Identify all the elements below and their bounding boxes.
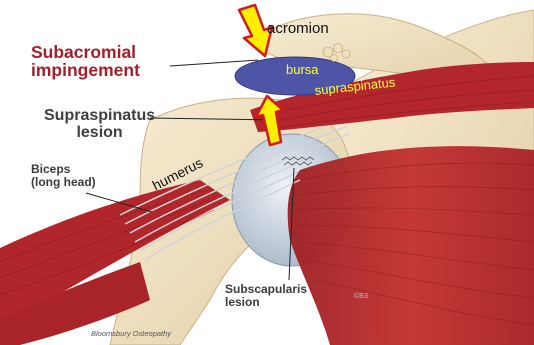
biceps-line-1: Biceps <box>31 163 96 176</box>
subacromial-line-1: Subacromial <box>31 43 140 61</box>
bursa-label: bursa <box>286 63 319 77</box>
watermark-text: ©BS <box>354 293 369 300</box>
subscapularis-line-2: lesion <box>225 296 307 309</box>
credit-text: Bloomsbury Osteopathy <box>91 330 171 338</box>
subscapularis-line-1: Subscapularis <box>225 283 307 296</box>
subacromial-line-2: impingement <box>31 61 140 79</box>
biceps-label: Biceps (long head) <box>31 163 96 188</box>
subscapularis-lesion-label: Subscapularis lesion <box>225 283 307 308</box>
supraspinatus-lesion-line-2: lesion <box>44 125 155 142</box>
supraspinatus-lesion-line-1: Supraspinatus <box>44 108 155 125</box>
acromion-label: acromion <box>267 21 329 37</box>
supraspinatus-lesion-label: Supraspinatus lesion <box>44 108 155 142</box>
biceps-line-2: (long head) <box>31 176 96 189</box>
subacromial-impingement-label: Subacromial impingement <box>31 43 140 80</box>
